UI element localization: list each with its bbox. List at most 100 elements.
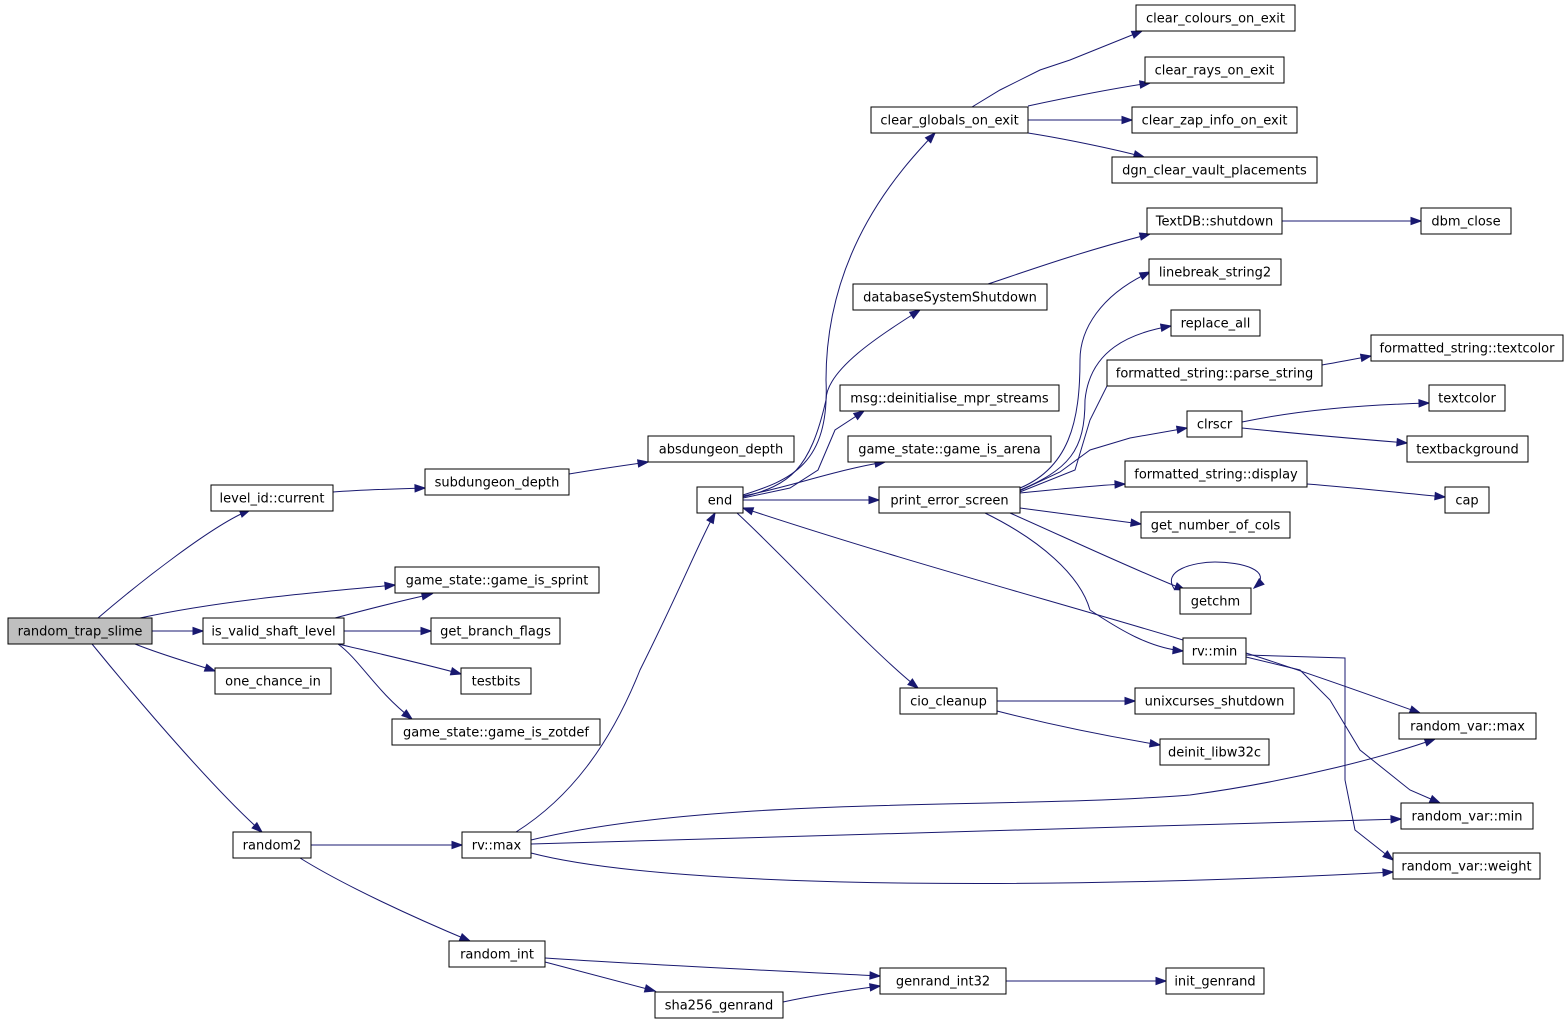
edge-rv-min-to-random-var-min-arrowhead (1428, 794, 1442, 804)
node-label: databaseSystemShutdown (863, 291, 1037, 306)
node-cio-cleanup[interactable]: cio_cleanup (899, 687, 998, 715)
node-random-int[interactable]: random_int (448, 940, 546, 968)
node-label: cio_cleanup (910, 695, 987, 710)
node-rv-min[interactable]: rv::min (1182, 637, 1247, 665)
node-label: testbits (472, 675, 521, 690)
node-box (647, 435, 795, 463)
node-label: deinit_libw32c (1168, 746, 1261, 761)
edge-end-to-cio-cleanup (736, 512, 919, 689)
edge-random-trap-slime-to-random2-arrowhead (251, 821, 264, 833)
edge-end-to-clear-globals-on-exit-arrowhead (924, 131, 937, 144)
edge-subdungeon-depth-to-absdungeon-depth-arrowhead (636, 459, 650, 468)
node-box (1186, 410, 1243, 438)
edge-random-trap-slime-to-gs-game-is-sprint-arrowhead (384, 581, 397, 591)
edge-sha256-genrand-to-genrand-int32 (782, 985, 881, 1003)
node-cap[interactable]: cap (1444, 486, 1490, 514)
node-box (1134, 687, 1295, 715)
node-absdungeon-depth[interactable]: absdungeon_depth (647, 435, 795, 463)
node-unixcurses-shutdown[interactable]: unixcurses_shutdown (1134, 687, 1295, 715)
node-init-genrand[interactable]: init_genrand (1165, 967, 1265, 995)
edge-databaseSystemShutdown-to-textdb-shutdown-arrowhead (1138, 232, 1152, 241)
node-box (878, 486, 1021, 514)
node-box (1370, 334, 1564, 362)
node-gs-game-is-sprint[interactable]: game_state::game_is_sprint (394, 566, 600, 594)
node-one-chance-in[interactable]: one_chance_in (214, 667, 332, 695)
node-label: msg::deinitialise_mpr_streams (850, 392, 1049, 407)
node-rv-max[interactable]: rv::max (461, 831, 532, 859)
edge-rv-min-to-end-arrowhead (741, 507, 755, 516)
node-replace-all[interactable]: replace_all (1170, 309, 1261, 337)
node-dbm-close[interactable]: dbm_close (1420, 207, 1512, 235)
node-random-trap-slime[interactable]: random_trap_slime (7, 617, 153, 645)
node-get-number-of-cols[interactable]: get_number_of_cols (1140, 511, 1291, 539)
node-subdungeon-depth[interactable]: subdungeon_depth (424, 468, 570, 496)
node-label: game_state::game_is_arena (858, 443, 1041, 458)
node-random-var-min[interactable]: random_var::min (1400, 802, 1534, 830)
node-clear-globals-on-exit[interactable]: clear_globals_on_exit (870, 106, 1029, 134)
node-get-branch-flags[interactable]: get_branch_flags (430, 617, 561, 645)
node-label: random_var::weight (1401, 860, 1531, 875)
node-is-valid-shaft-level[interactable]: is_valid_shaft_level (202, 617, 345, 645)
node-testbits[interactable]: testbits (460, 667, 532, 695)
node-fs-display[interactable]: formatted_string::display (1124, 460, 1308, 488)
edge-random-trap-slime-to-gs-game-is-sprint (139, 584, 396, 619)
node-label: linebreak_string2 (1159, 266, 1271, 281)
node-label: textbackground (1416, 443, 1519, 458)
node-box (1148, 258, 1282, 286)
node-label: sha256_genrand (665, 999, 774, 1014)
node-box (1159, 738, 1270, 766)
node-genrand-int32[interactable]: genrand_int32 (879, 967, 1007, 995)
node-gs-game-is-arena[interactable]: game_state::game_is_arena (847, 435, 1052, 463)
node-label: absdungeon_depth (659, 443, 784, 458)
edge-end-to-cio-cleanup-arrowhead (907, 678, 920, 689)
edge-end-to-databaseSystemShutdown (742, 309, 921, 498)
node-dgn-clear-vault-placements[interactable]: dgn_clear_vault_placements (1111, 156, 1318, 184)
node-clear-rays-on-exit[interactable]: clear_rays_on_exit (1144, 56, 1285, 84)
node-box (1179, 587, 1252, 615)
node-label: random_var::max (1410, 720, 1525, 735)
edge-end-to-gs-game-is-arena (742, 461, 886, 497)
edge-print-error-screen-to-replace-all-arrowhead (1159, 323, 1173, 333)
edge-rv-max-to-end-arrowhead (706, 511, 716, 525)
node-deinit-libw32c[interactable]: deinit_libw32c (1159, 738, 1270, 766)
node-random-var-weight[interactable]: random_var::weight (1392, 852, 1541, 880)
node-print-error-screen[interactable]: print_error_screen (878, 486, 1021, 514)
node-sha256-genrand[interactable]: sha256_genrand (654, 991, 784, 1019)
node-box (430, 617, 561, 645)
node-fs-parse-string[interactable]: formatted_string::parse_string (1106, 359, 1323, 387)
edge-is-valid-shaft-level-to-gs-game-is-sprint-arrowhead (420, 592, 434, 601)
edge-rv-max-to-random-var-weight (530, 852, 1394, 885)
node-box (7, 617, 153, 645)
node-textbackground[interactable]: textbackground (1406, 435, 1529, 463)
node-box (1165, 967, 1265, 995)
node-textdb-shutdown[interactable]: TextDB::shutdown (1146, 207, 1283, 235)
node-label: end (708, 494, 733, 509)
node-clear-colours-on-exit[interactable]: clear_colours_on_exit (1135, 4, 1296, 32)
node-label: game_state::game_is_sprint (406, 574, 589, 589)
node-label: cap (1455, 494, 1478, 509)
edge-is-valid-shaft-level-to-gs-game-is-zotdef-arrowhead (401, 709, 414, 720)
edge-rv-max-to-random-var-min-arrowhead (1390, 815, 1403, 824)
node-level-id-current[interactable]: level_id::current (210, 484, 334, 512)
node-label: get_number_of_cols (1151, 519, 1281, 534)
edge-level-id-current-to-subdungeon-depth-arrowhead (414, 483, 427, 493)
node-textcolor[interactable]: textcolor (1428, 384, 1506, 412)
call-edges (91, 30, 1447, 1003)
edge-rv-max-to-random-var-min (530, 818, 1402, 845)
node-gs-game-is-zotdef[interactable]: game_state::game_is_zotdef (391, 718, 601, 746)
node-fs-textcolor[interactable]: formatted_string::textcolor (1370, 334, 1564, 362)
node-random-var-max[interactable]: random_var::max (1398, 712, 1537, 740)
node-label: get_branch_flags (440, 625, 551, 640)
node-random2[interactable]: random2 (232, 831, 312, 859)
node-msg-deinit[interactable]: msg::deinitialise_mpr_streams (839, 384, 1060, 412)
node-box (696, 486, 744, 514)
node-label: formatted_string::textcolor (1380, 342, 1556, 357)
node-clrscr[interactable]: clrscr (1186, 410, 1243, 438)
node-getchm[interactable]: getchm (1179, 587, 1252, 615)
edge-print-error-screen-to-clrscr-arrowhead (1175, 425, 1189, 435)
node-end[interactable]: end (696, 486, 744, 514)
node-clear-zap-info-on-exit[interactable]: clear_zap_info_on_exit (1131, 106, 1298, 134)
edge-random-trap-slime-to-one-chance-in (134, 643, 216, 672)
node-linebreak-string2[interactable]: linebreak_string2 (1148, 258, 1282, 286)
node-databaseSystemShutdown[interactable]: databaseSystemShutdown (852, 283, 1048, 311)
